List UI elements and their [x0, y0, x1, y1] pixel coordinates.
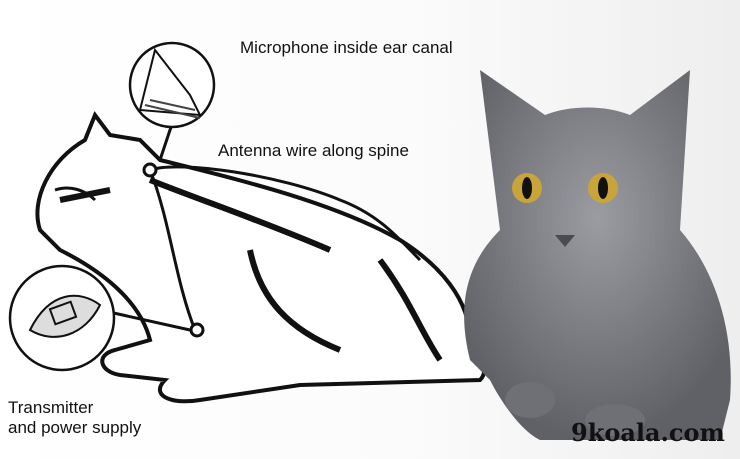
transmitter-inset: [8, 264, 116, 372]
watermark: 9koala.com: [571, 418, 725, 447]
transmitter-label-line2: and power supply: [8, 418, 142, 437]
transmitter-label-line1: Transmitter: [8, 398, 94, 417]
transmitter-label: Transmitter and power supply: [8, 398, 141, 438]
microphone-label: Microphone inside ear canal: [240, 38, 453, 57]
ear-inset: [128, 41, 216, 129]
antenna-label: Antenna wire along spine: [218, 141, 409, 160]
gray-cat-photo: [464, 70, 731, 440]
